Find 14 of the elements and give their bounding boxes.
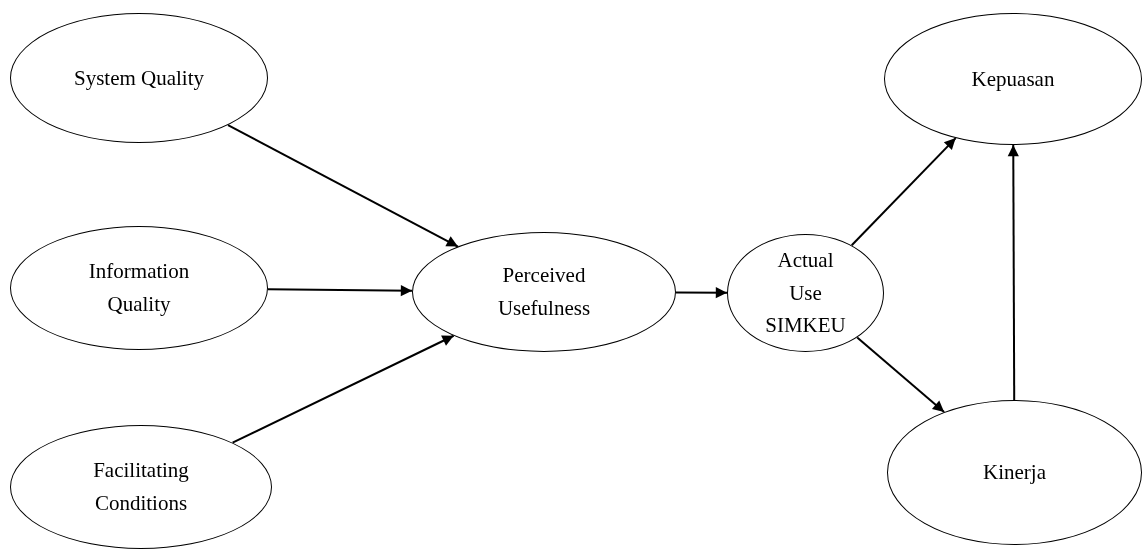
arrow	[1007, 144, 1019, 401]
arrow	[227, 124, 459, 248]
node-label: Actual Use SIMKEU	[765, 247, 846, 340]
arrow	[266, 285, 414, 297]
arrow	[856, 336, 946, 414]
node-label: Kinerja	[983, 459, 1046, 487]
node-label: System Quality	[73, 64, 205, 92]
node-label: Perceived Usefulness	[496, 262, 592, 322]
arrow	[231, 334, 455, 444]
node-label: Information Quality	[87, 258, 191, 318]
node-label: Kepuasan	[971, 65, 1055, 93]
node-label: Facilitating Conditions	[92, 457, 190, 517]
arrow	[675, 287, 728, 299]
arrow	[850, 137, 957, 247]
